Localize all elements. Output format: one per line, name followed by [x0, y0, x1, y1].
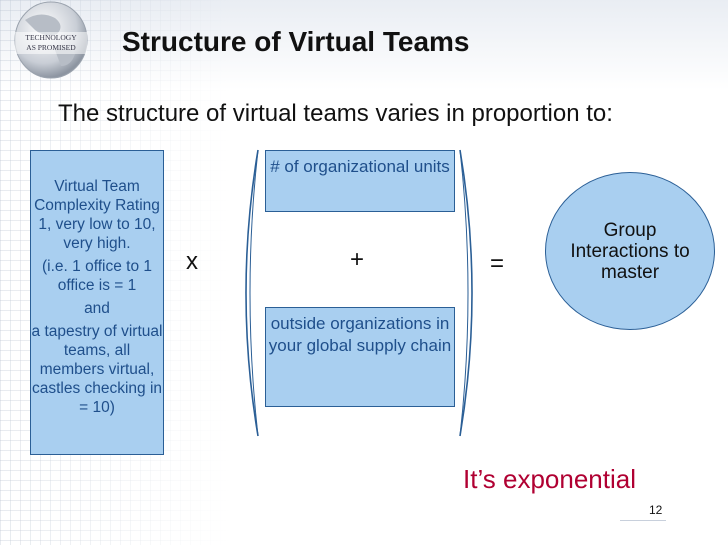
- supply-chain-box: outside organizations in your global sup…: [265, 307, 455, 407]
- logo-text-line2: AS PROMISED: [26, 43, 76, 52]
- logo-text-line1: TECHNOLOGY: [25, 33, 77, 42]
- group-interactions-ellipse: Group Interactions to master: [545, 172, 715, 330]
- complexity-rating-text: Virtual Team Complexity Rating 1, very l…: [34, 178, 160, 252]
- page-number-divider: [620, 520, 666, 521]
- plus-operator: +: [350, 246, 365, 273]
- page-number: 12: [649, 503, 663, 517]
- group-interactions-text: Group Interactions to master: [570, 219, 690, 283]
- complexity-tapestry-text: a tapestry of virtual teams, all members…: [31, 323, 163, 416]
- left-parenthesis: [245, 149, 259, 437]
- complexity-rating-box: Virtual Team Complexity Rating 1, very l…: [30, 150, 164, 455]
- complexity-and-text: and: [84, 300, 110, 317]
- complexity-example-text: (i.e. 1 office to 1 office is = 1: [42, 258, 152, 294]
- globe-logo-icon: TECHNOLOGY AS PROMISED: [14, 1, 88, 79]
- equals-operator: =: [490, 250, 505, 277]
- page-subtitle: The structure of virtual teams varies in…: [58, 100, 613, 127]
- multiply-operator: x: [186, 248, 198, 275]
- header-band: [0, 0, 728, 90]
- right-parenthesis: [459, 149, 473, 437]
- organizational-units-box: # of organizational units: [265, 150, 455, 212]
- page-title: Structure of Virtual Teams: [122, 26, 470, 57]
- exponential-callout: It’s exponential: [463, 464, 636, 494]
